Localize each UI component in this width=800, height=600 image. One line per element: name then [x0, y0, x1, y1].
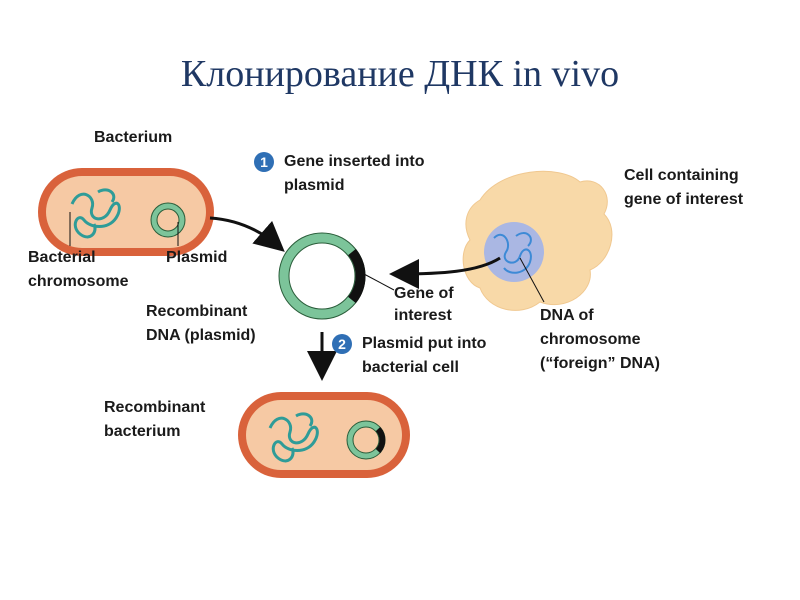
- arrow-to-plasmid: [209, 216, 285, 252]
- step-2-text-line1: Plasmid put into: [362, 335, 487, 352]
- step-2-text-line2: bacterial cell: [362, 359, 459, 376]
- gene-segment: [347, 248, 366, 304]
- foreign-dna-strand: [493, 232, 532, 274]
- recombinant-bacterium: [238, 392, 410, 478]
- label-recombinant-bacterium-line1: Recombinant: [104, 399, 206, 416]
- label-dna-chromosome-line3: (“foreign” DNA): [540, 355, 660, 372]
- bacterial-chromosome-strand: [70, 192, 121, 239]
- label-dna-chromosome-line2: chromosome: [540, 331, 641, 348]
- dna-chromosome-pointer: [519, 257, 545, 303]
- label-gene-of-interest-line1: Gene of: [394, 285, 454, 302]
- plasmid-ring: [151, 203, 185, 237]
- arrow-from-cell: [389, 256, 501, 289]
- nucleus: [484, 222, 544, 282]
- label-plasmid: Plasmid: [166, 249, 228, 266]
- page-title: Клонирование ДНК in vivo: [180, 53, 620, 95]
- step-1-text-line1: Gene inserted into: [284, 153, 425, 170]
- gene-of-interest-pointer: [363, 273, 395, 291]
- recombinant-plasmid: [278, 232, 366, 320]
- label-bacterium: Bacterium: [94, 129, 173, 146]
- step-1-badge: 1: [254, 152, 274, 172]
- label-cell-line2: gene of interest: [624, 191, 744, 208]
- step-1-text-line2: plasmid: [284, 177, 345, 194]
- label-bacterial-chromosome-line2: chromosome: [28, 273, 129, 290]
- label-recombinant-bacterium-line2: bacterium: [104, 423, 181, 440]
- label-gene-of-interest-line2: interest: [394, 307, 452, 324]
- donor-cell: [462, 170, 613, 311]
- label-bacterial-chromosome-line1: Bacterial: [28, 249, 96, 266]
- step-2-badge: 2: [332, 334, 352, 354]
- label-dna-chromosome-line1: DNA of: [540, 307, 594, 324]
- label-recombinant-dna-line1: Recombinant: [146, 303, 248, 320]
- label-recombinant-dna-line2: DNA (plasmid): [146, 327, 256, 344]
- label-cell-line1: Cell containing: [624, 167, 739, 184]
- bacterium-top: [38, 168, 214, 256]
